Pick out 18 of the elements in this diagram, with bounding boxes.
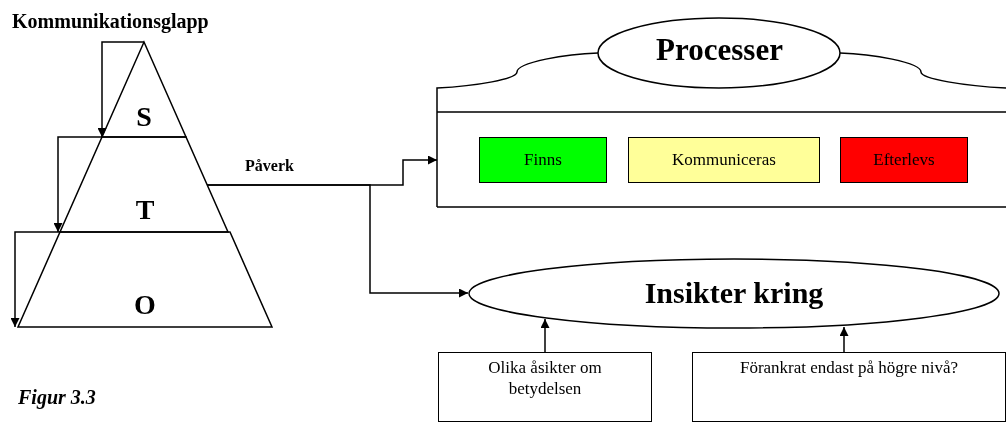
- status-box: Finns: [479, 137, 607, 183]
- panel-title: Processer: [655, 33, 784, 68]
- heading-text: Kommunikationsglapp: [12, 10, 209, 33]
- figure-caption: Figur 3.3: [18, 386, 96, 409]
- section-letter: S: [135, 102, 153, 133]
- section-letter: T: [134, 195, 156, 226]
- arrow: [540, 318, 550, 353]
- arrow: [97, 41, 145, 138]
- arrow: [839, 326, 849, 353]
- ellipse-title: Insikter kring: [643, 276, 825, 309]
- status-box: Kommuniceras: [628, 137, 820, 183]
- note-box: Olika åsikter om betydelsen: [438, 352, 652, 422]
- arrow: [10, 231, 61, 328]
- arrow: [53, 136, 103, 233]
- arrow: [206, 184, 469, 298]
- status-box: Efterlevs: [840, 137, 968, 183]
- note-box: Förankrat endast på högre nivå?: [692, 352, 1006, 422]
- section-letter: O: [133, 290, 157, 321]
